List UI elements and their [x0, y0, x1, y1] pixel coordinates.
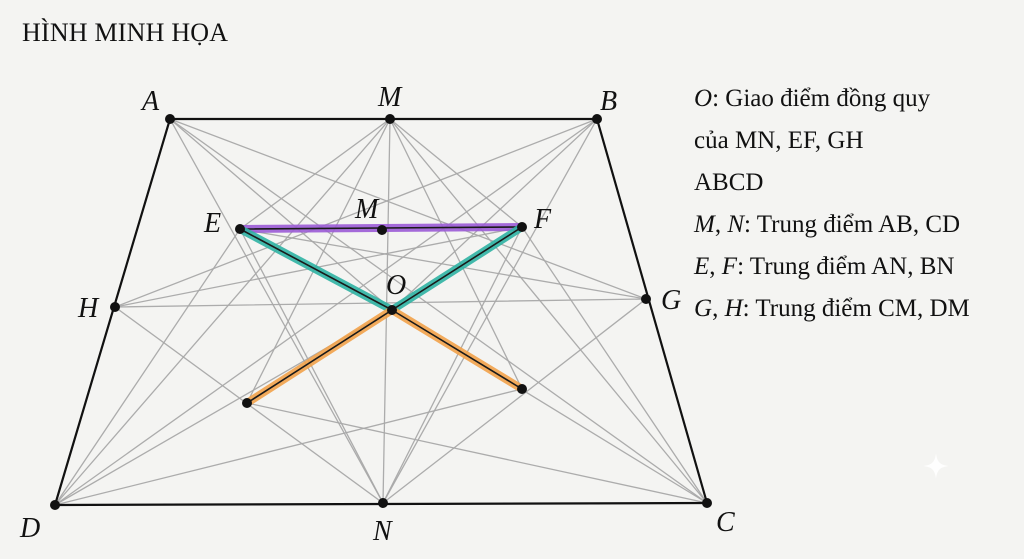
edge-D-A [53, 117, 172, 507]
point-label-M-top: M [377, 82, 403, 113]
legend-var-o: O [694, 85, 713, 112]
point-M [385, 114, 395, 124]
legend-var-f: F [721, 253, 738, 280]
point-label-F: F [533, 204, 552, 235]
trapezoid-outline [53, 117, 709, 507]
legend-line-mn: M, N: Trung điểm AB, CD [694, 204, 1019, 246]
point-D [50, 500, 60, 510]
construction-line-B-H [114, 118, 598, 308]
legend-sep-ef: , [709, 253, 722, 280]
edge-B-C [595, 117, 709, 505]
construction-line-E-D [54, 228, 241, 506]
legend-var-h: H [724, 295, 743, 322]
legend-line-gh: G, H: Trung điểm CM, DM [694, 288, 1019, 330]
point-label-D: D [19, 513, 40, 544]
point-label-N: N [372, 516, 393, 547]
point-F [517, 222, 527, 232]
construction-line-L-C [246, 402, 708, 504]
point-C [702, 498, 712, 508]
point-label-G: G [661, 285, 681, 316]
legend-line-ef: E, F: Trung điểm AN, BN [694, 246, 1019, 288]
segment-L-O-core [246, 309, 393, 404]
construction-line-F-C [521, 226, 708, 504]
point-O [387, 305, 397, 315]
legend-var-n: N [727, 211, 745, 238]
legend-var-g: G [694, 295, 713, 322]
point-G [641, 294, 651, 304]
point-labels: A M B E M F H O G D N C [19, 82, 735, 547]
segment-R-O-core [391, 309, 523, 390]
highlighted-segments [236, 223, 526, 407]
construction-line-M-L [246, 118, 391, 404]
point-E [235, 224, 245, 234]
construction-line-A-O [169, 118, 393, 311]
construction-line-B-N [382, 118, 598, 504]
point-label-B: B [600, 86, 617, 117]
construction-line-B-O [391, 118, 598, 311]
construction-line-B-D [54, 118, 598, 506]
construction-line-M-D [54, 118, 391, 506]
point-R [517, 384, 527, 394]
construction-line-M-R [389, 118, 523, 390]
legend-var-m: M [694, 211, 715, 238]
legend-sep-mn: , [714, 211, 728, 238]
construction-line-A-G [169, 118, 647, 300]
point-A [165, 114, 175, 124]
point-label-C: C [716, 507, 735, 538]
points-layer [50, 114, 712, 510]
construction-line-E-M [239, 118, 391, 230]
point-label-M-inner: M [354, 194, 380, 225]
construction-line-A-N [169, 118, 384, 504]
segment-F-O-core [391, 226, 523, 311]
legend-var-e: E [694, 253, 710, 280]
legend-line-mn-ef-gh: của MN, EF, GH [694, 127, 864, 154]
legend-sep-gh: , [712, 295, 725, 322]
point-L [242, 398, 252, 408]
legend-text-mn: : Trung điểm AB, CD [744, 211, 961, 238]
construction-line-F-M [389, 118, 523, 228]
legend-text-o: : Giao điểm đồng quy [712, 85, 931, 112]
legend-text-gh: : Trung điểm CM, DM [742, 295, 970, 322]
diagram-title: HÌNH MINH HỌA [22, 18, 229, 47]
legend-text-ef: : Trung điểm AN, BN [737, 253, 955, 280]
construction-line-G-E [239, 228, 647, 300]
sparkle-icon [923, 453, 949, 479]
legend-line-o: O: Giao điểm đồng quy [694, 78, 1019, 120]
point-M2 [377, 225, 387, 235]
construction-line-M-C [389, 118, 708, 504]
construction-line-A-C [169, 118, 708, 504]
segment-E-O-core [239, 228, 393, 311]
point-label-O: O [386, 270, 406, 301]
point-label-E: E [203, 208, 221, 239]
legend-line-abcd: ABCD [694, 169, 764, 196]
point-label-H: H [77, 293, 100, 324]
construction-line-G-N [382, 298, 647, 504]
point-label-A: A [140, 86, 160, 117]
point-B [592, 114, 602, 124]
construction-line-R-D [54, 388, 523, 506]
legend-panel: O: Giao điểm đồng quy của MN, EF, GH ABC… [694, 78, 1019, 330]
point-N [378, 498, 388, 508]
point-H [110, 302, 120, 312]
